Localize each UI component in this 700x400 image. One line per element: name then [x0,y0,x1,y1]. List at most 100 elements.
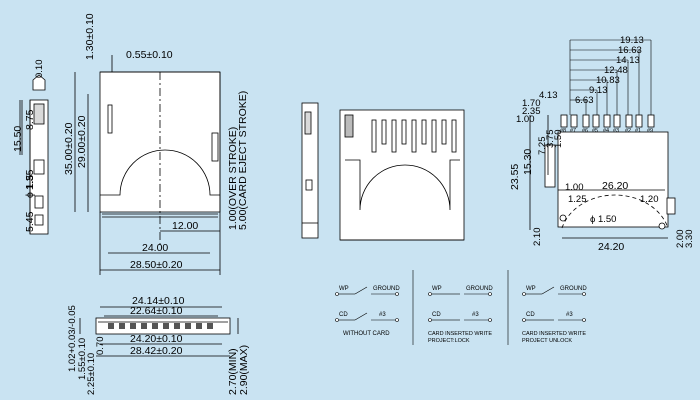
dim-pcb-1-00a: 1.00 [516,114,535,125]
dim-pcb-7-25: 7.25 [537,137,548,156]
front-pin [185,323,191,329]
dim-pcb-6-63: 6.63 [575,95,594,106]
switch-node [582,292,586,296]
pcb-pins: #8#7#6#5#4#3#2#1#9 [560,114,655,134]
switch-blade [354,312,368,321]
dim-top-eject-stroke: 5.00(CARD EJECT STROKE) [237,91,249,230]
switch-node [488,318,492,322]
front-pin [119,323,125,329]
switch-node [395,318,399,322]
pcb-pin-pad [582,114,590,128]
switch-diagrams [412,270,509,345]
dim-side-phi-1-5: ϕ 1.5 [24,174,36,198]
dim-pcb-16-63: 16.63 [618,45,642,56]
top-card-arc [100,149,220,196]
switch-pin3-label: #3 [379,312,386,318]
bottom-pin [371,119,377,153]
pcb-pin-pad [647,114,655,128]
switch-blade [541,286,555,295]
dim-pcb-26-20: 26.20 [602,180,628,192]
switch-caption-2: PROJECT UNLOCK [522,338,572,344]
dim-pcb-14-13: 14.13 [616,55,640,66]
dim-pcb-9-13: 9.13 [589,85,608,96]
side-window [33,159,45,175]
front-pins [108,323,213,329]
switch-pin3-label: #3 [472,312,479,318]
switch-caption: WITHOUT CARD [343,331,390,337]
dim-pcb-2-10: 2.10 [532,228,543,247]
bottom-pin [391,119,397,153]
dim-front-0-70: 0.70 [95,337,106,356]
bottom-pin [431,119,437,153]
switch-cd-label: CD [432,312,441,318]
dim-pcb-phi-1-50: ϕ 1.50 [590,214,616,225]
pcb-pin-label: #7 [570,128,576,134]
switch-wp-label: WP [526,286,536,292]
dim-side-1-35: 1.35 [24,169,36,190]
pcb-pin-pad [570,114,578,128]
dim-front-28-42: 28.42±0.20 [130,345,183,357]
switch-node [582,318,586,322]
pcb-pin-pad [603,114,611,128]
top-view [74,55,221,275]
switch-node [395,292,399,296]
pcb-pin-label: #8 [560,128,566,134]
front-pin [163,323,169,329]
dim-front-1-55: 1.55±0.10 [77,338,88,380]
dim-pcb-1-00b: 1.00 [565,182,584,193]
switch-node [428,292,432,296]
switch-blade [354,286,368,295]
side2-window [305,179,313,191]
dim-pcb-2-35: 2.35 [522,106,541,117]
dim-pcb-1-25: 1.25 [568,194,587,205]
dim-pcb-23-55: 23.55 [509,164,521,190]
switch-node [335,318,339,322]
dim-front-22-64: 22.64±0.10 [130,305,183,317]
pcb-leaders [569,39,652,115]
top-slot-left [107,104,113,134]
switch-cd-label: CD [526,312,535,318]
side-peg [34,195,44,209]
dim-pcb-1-50: 1.50 [553,130,564,149]
pcb-pin-label: #3 [613,128,619,134]
dim-pcb-1-70: 1.70 [522,98,541,109]
top-slot-right [211,132,219,162]
side-view-2 [301,102,319,239]
dim-pcb-4-13: 4.13 [539,90,558,101]
pcb-pin-label: #4 [603,128,609,134]
dim-top-28-50: 28.50±0.20 [130,259,183,271]
dim-pcb-1-20: 1.20 [640,194,659,205]
dim-top-29-00: 29.00±0.20 [76,115,88,168]
switch-ground-label: GROUND [373,286,400,292]
front-pin [196,323,202,329]
switch-node [522,318,526,322]
bottom-pin [421,119,427,145]
switch-cd-label: CD [339,312,348,318]
dim-top-0-55: 0.55±0.10 [126,49,173,61]
pcb-pin-label: #1 [635,128,641,134]
pcb-pin-pad [635,114,643,128]
bottom-pin [401,119,407,145]
dim-front-24-14: 24.14±0.10 [132,295,185,307]
switch-node [428,318,432,322]
side-view [19,74,49,235]
dim-pcb-12-48: 12.48 [604,65,628,76]
dim-front-2-70: 2.70(MIN) [227,348,239,395]
dim-side-0-10: 0.10 [34,60,45,79]
pcb-pin-pad [592,114,600,128]
switch-caption-2: PROJECT:LOCK [428,338,470,344]
dim-side-5-45: 5.45 [24,211,36,232]
dim-pcb-10-83: 10.83 [596,75,620,86]
dim-top-over-stroke: 1.00(OVER STROKE) [227,127,239,230]
front-pin [207,323,213,329]
pcb-pin-pad [625,114,633,128]
dim-pcb-2-00: 2.00 [675,230,686,249]
bottom-arc [345,159,460,211]
pcb-layout [529,115,676,239]
front-pin [152,323,158,329]
side-tab [32,74,46,91]
